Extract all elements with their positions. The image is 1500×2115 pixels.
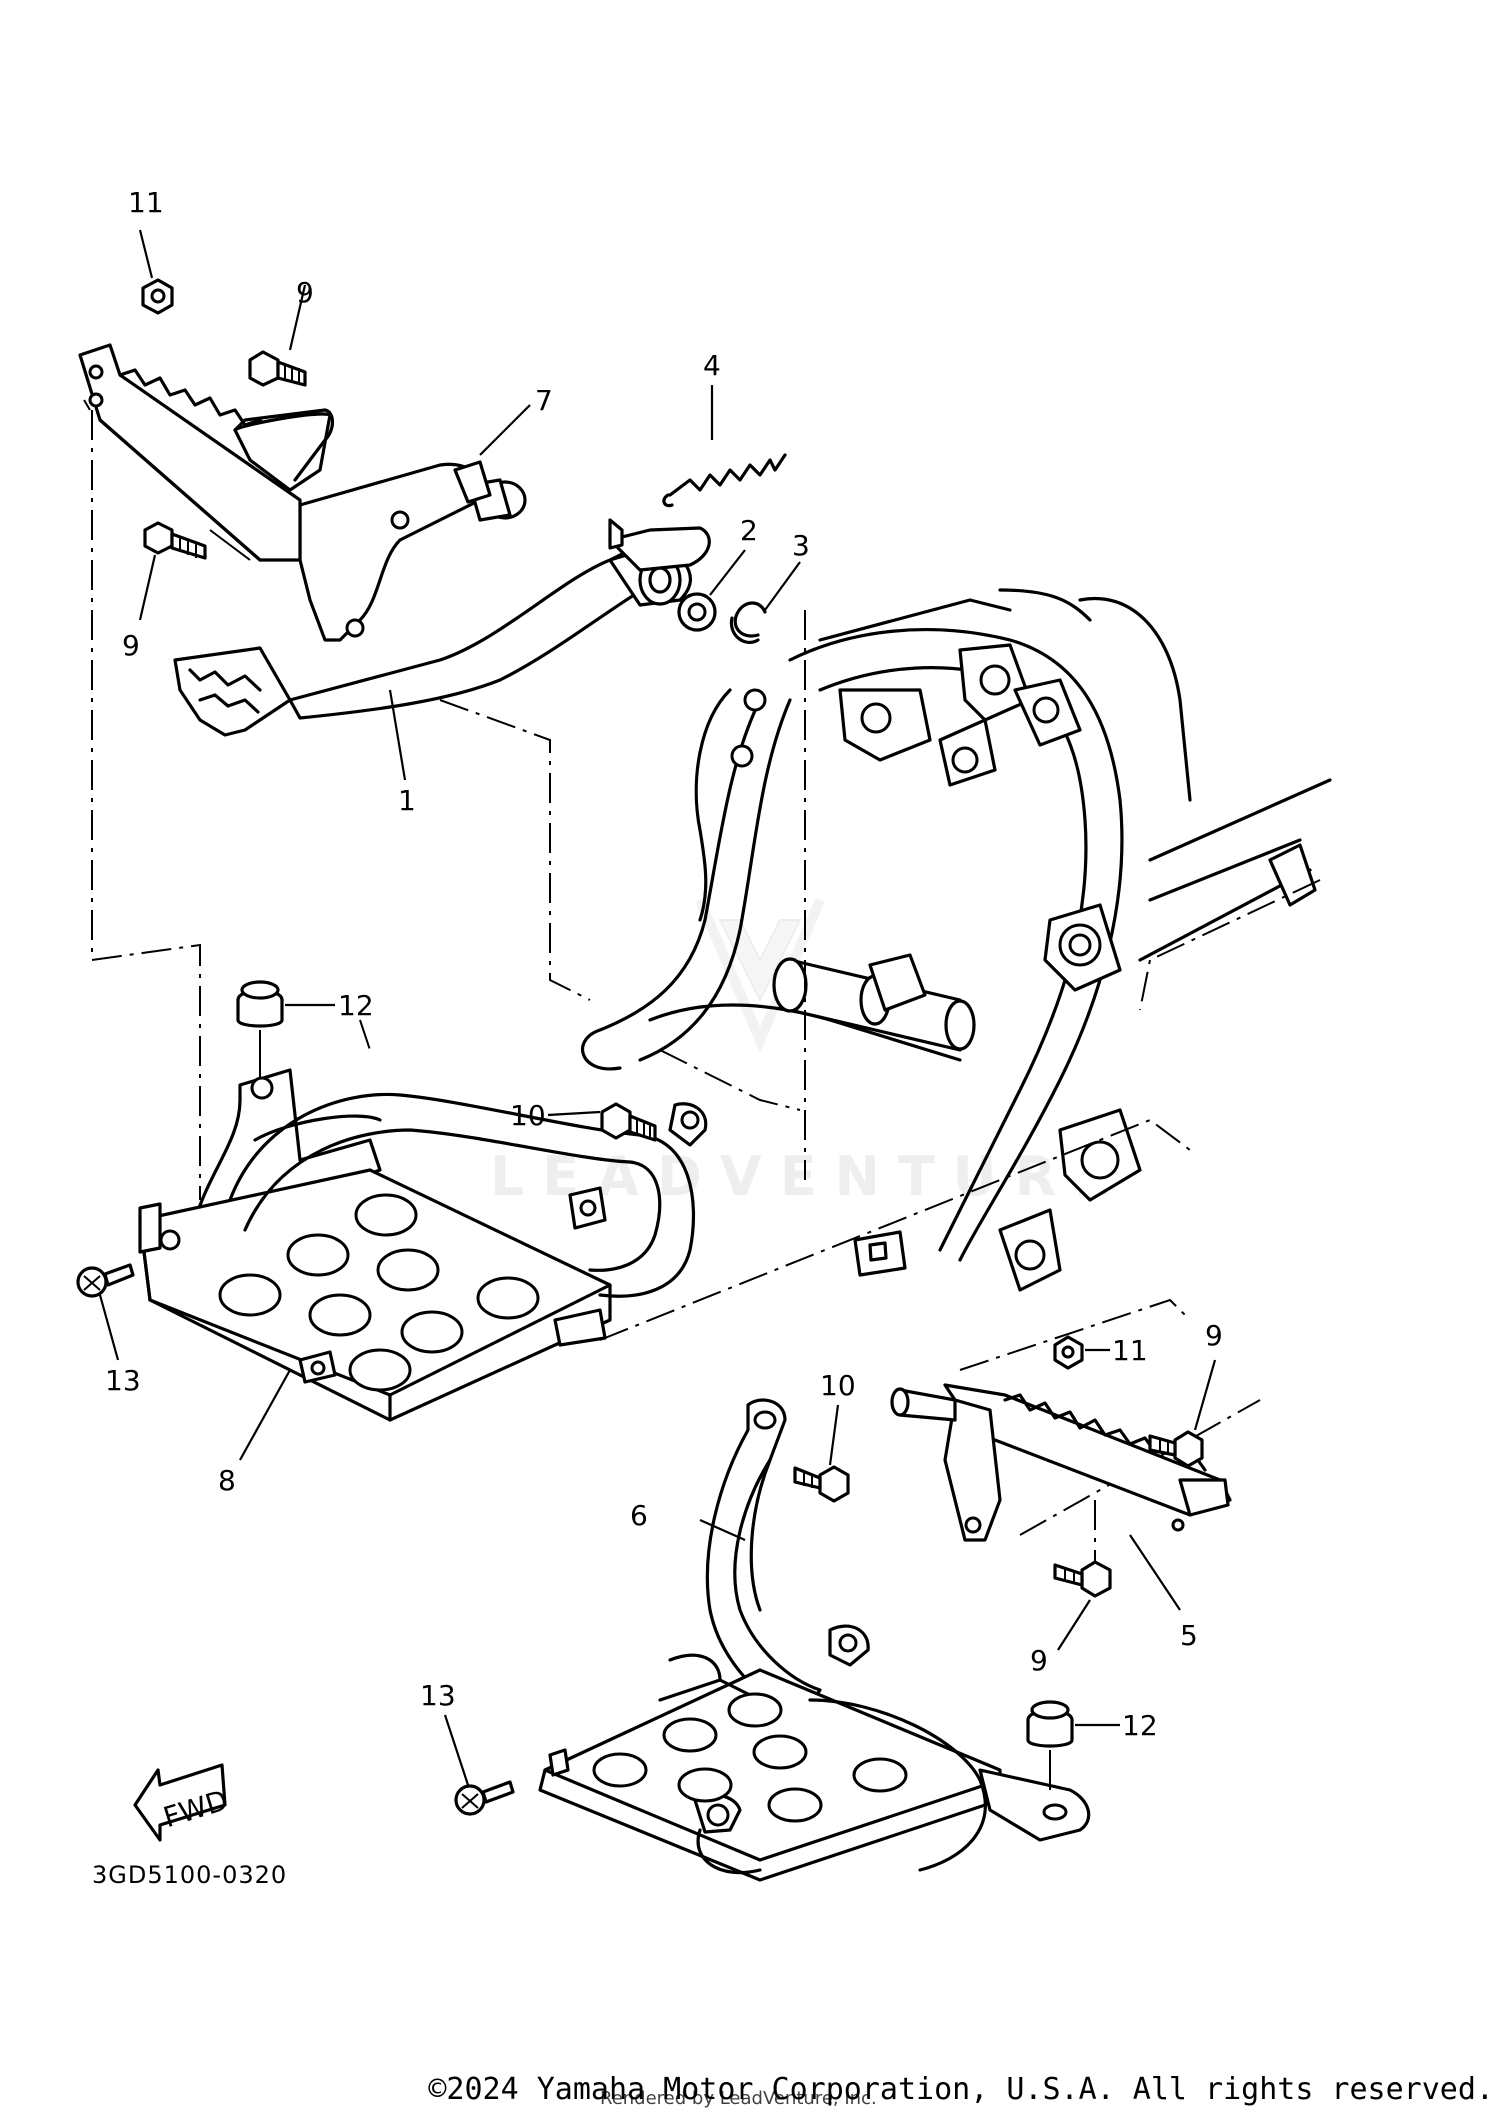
spring-part-4[interactable] [662,453,787,508]
callout-4: 4 [703,349,721,382]
callout-2: 2 [740,514,758,547]
callout-13-left: 13 [105,1364,141,1397]
bolt-part-9-lower[interactable] [143,521,207,560]
callout-line-8 [239,1369,291,1461]
callout-line-9a [288,284,307,351]
callout-line-2 [709,549,746,596]
nut-part-11-right[interactable] [1053,1335,1084,1370]
bolt-part-10-upper[interactable] [600,1102,657,1142]
footplate-part-6[interactable] [538,1398,1091,1882]
callout-1: 1 [398,784,416,817]
watermark-logo [695,898,825,1053]
footrest-part-5-right[interactable] [890,1383,1232,1542]
callout-line-9c [1193,1359,1217,1431]
brake-pedal-part-1[interactable] [173,518,711,737]
callout-line-13a [98,1294,120,1361]
nut-part-11-top[interactable] [141,278,174,315]
copyright-notice: ©2024 Yamaha Motor Corporation, U.S.A. A… [0,2072,1500,2107]
callout-line-5 [1129,1534,1181,1611]
callout-line-6 [699,1518,746,1542]
bolt-part-9-right-lower[interactable] [1053,1560,1112,1598]
alignment-lines [83,399,1321,1590]
bolt-part-10-lower[interactable] [793,1465,850,1503]
callout-line-9b [138,554,157,621]
copyright-text: ©2024 Yamaha Motor Corporation, U.S.A. A… [428,2072,1494,2107]
callout-line-13b [443,1714,470,1786]
callout-13-right: 13 [420,1679,456,1712]
callout-line-3 [764,561,801,611]
callout-7: 7 [535,384,553,417]
callout-11-top: 11 [128,186,164,219]
callout-line-10a [547,1110,601,1117]
circlip-part-3[interactable] [729,601,767,644]
callout-11-right: 11 [1112,1334,1148,1367]
footplate-part-8[interactable] [138,1068,708,1422]
callout-9-lower: 9 [122,629,140,662]
callout-line-9d [1057,1599,1091,1651]
rendered-by-note: Rendered by LeadVenture, Inc. [600,2088,877,2109]
callout-12-top: 12 [338,989,374,1022]
callout-line-7 [479,404,531,456]
grommet-part-12-top[interactable] [236,980,284,1028]
grommet-part-12-right[interactable] [1026,1700,1074,1748]
callout-6: 6 [630,1499,648,1532]
bolt-part-9-right-upper[interactable] [1148,1430,1204,1468]
callout-9-right-upper: 9 [1205,1319,1223,1352]
drawing-code: 3GD5100-0320 [92,1861,287,1889]
callout-12-right: 12 [1122,1709,1158,1742]
bolt-part-9-upper[interactable] [248,350,307,387]
callout-8: 8 [218,1464,236,1497]
washer-part-2[interactable] [677,592,717,632]
callout-10-lower: 10 [820,1369,856,1402]
screw-part-13-right[interactable] [454,1780,515,1816]
callout-9-upper: 9 [296,276,314,309]
frame-drawing [581,588,1332,1292]
callout-5: 5 [1180,1619,1198,1652]
callout-line-11a [138,229,154,279]
callout-9-right-lower: 9 [1030,1644,1048,1677]
callout-3: 3 [792,529,810,562]
callout-line-1 [388,689,407,781]
screw-part-13-left[interactable] [76,1263,135,1298]
footrest-left[interactable] [78,343,335,562]
callout-line-10b [828,1404,840,1466]
fwd-arrow-icon: FWD [133,1763,232,1842]
callout-10-upper: 10 [510,1099,546,1132]
bracket-part-7[interactable] [298,460,527,642]
